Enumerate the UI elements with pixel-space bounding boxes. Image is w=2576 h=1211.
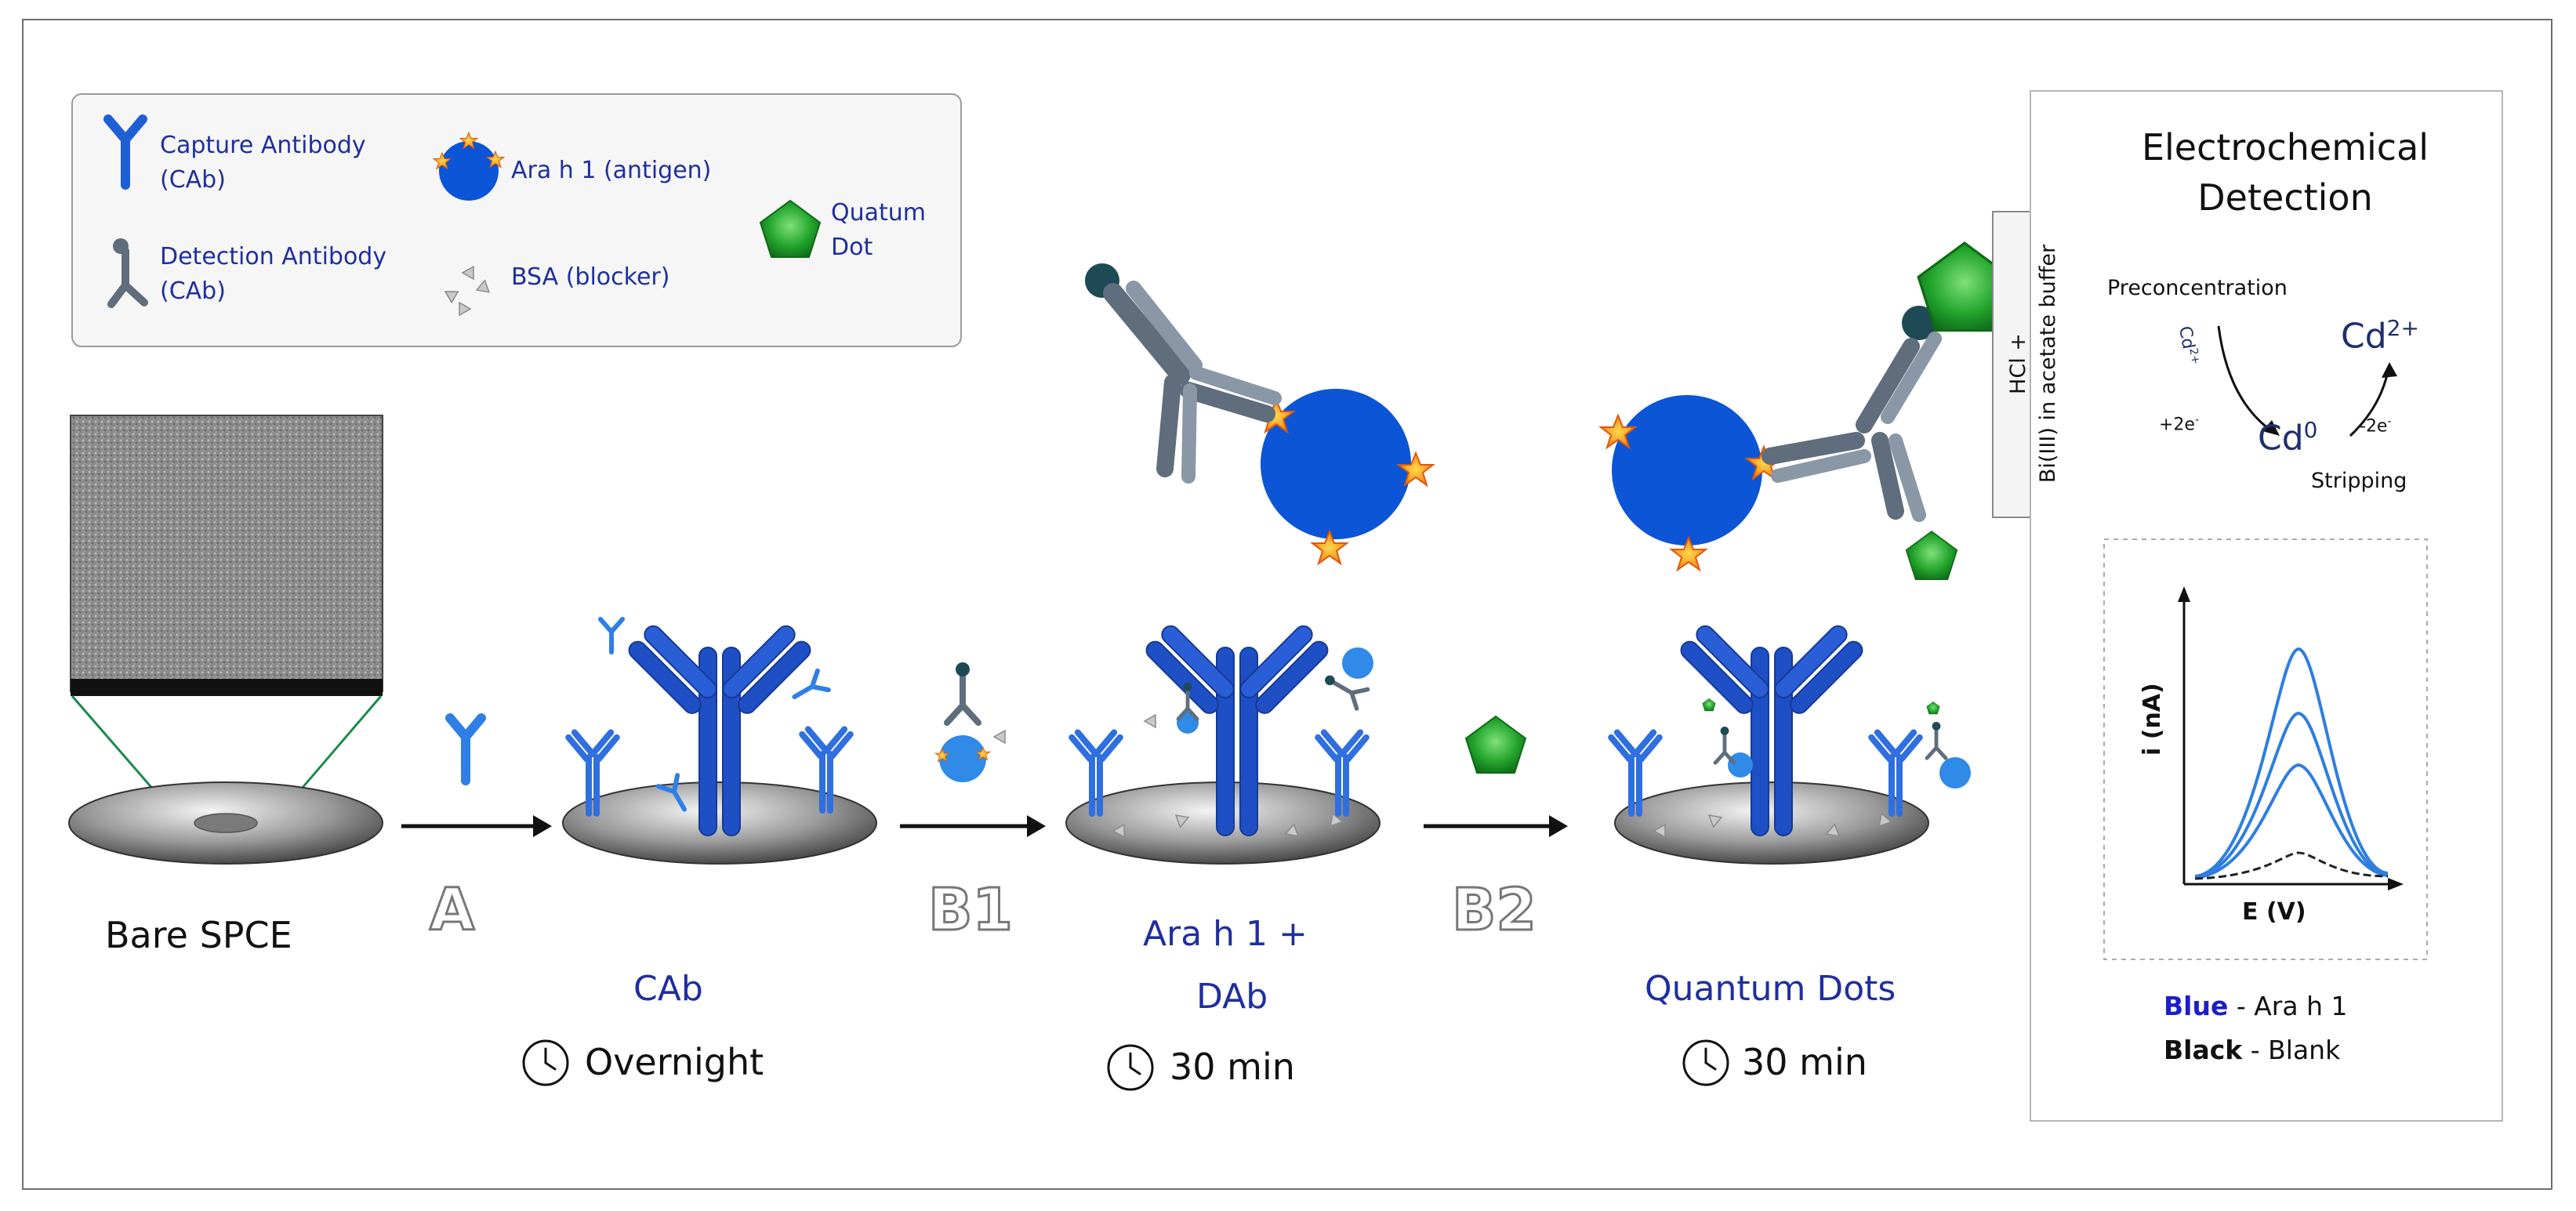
arah1-label-line1: Ara h 1 + <box>1143 914 1308 954</box>
legend-antigen: Ara h 1 (antigen) <box>511 157 712 184</box>
bare-spce-label: Bare SPCE <box>105 914 292 956</box>
arah1-label-line2: DAb <box>1196 977 1268 1017</box>
antigen-b1 <box>1261 389 1411 539</box>
legend-quantum-dot-line2: Dot <box>831 234 873 261</box>
detection-antibody-icon <box>107 238 148 308</box>
legend-quantum-dot: Quatum Dot <box>831 196 926 265</box>
buffer-text: HCl + Bi(III) in acetate buffer <box>2004 215 2063 513</box>
sem-image <box>70 415 383 692</box>
detection-antibody-b2 <box>1761 306 1942 522</box>
plus-2e-label: +2e- <box>2159 414 2200 435</box>
cab-label: CAb <box>633 969 703 1009</box>
x-axis-label: E (V) <box>2242 898 2306 926</box>
cd2-label: Cd2+ <box>2341 315 2419 357</box>
electrode-b2 <box>1614 781 1929 865</box>
arah1-time: 30 min <box>1170 1046 1295 1088</box>
peak-curve-1 <box>2194 647 2389 878</box>
qd-time: 30 min <box>1742 1041 1867 1083</box>
buffer-line2: Bi(III) in acetate buffer <box>2036 244 2060 484</box>
legend-box <box>71 93 962 347</box>
clock-icon <box>522 1039 569 1086</box>
capture-antibody-icon <box>445 713 486 785</box>
figure-frame <box>22 19 2552 1190</box>
qd-label: Quantum Dots <box>1645 969 1896 1009</box>
legend-blocker: BSA (blocker) <box>511 263 670 291</box>
sem-scalebar <box>71 679 383 696</box>
legend-quantum-dot-line1: Quatum <box>831 199 927 227</box>
peak-curve-3 <box>2194 763 2389 879</box>
capture-antibody-icon <box>103 114 147 190</box>
step-b1-letter: B1 <box>928 876 1013 944</box>
clock-icon <box>1107 1044 1154 1091</box>
legend-capture-antibody-line1: Capture Antibody <box>160 132 366 159</box>
preconcentration-label: Preconcentration <box>2107 276 2288 300</box>
cab-time: Overnight <box>585 1041 764 1083</box>
detection-title-line1: Electrochemical <box>2141 126 2429 169</box>
electrode-cab <box>562 781 877 865</box>
y-axis-label: i (nA) <box>2139 683 2166 756</box>
buffer-line1: HCl + <box>2006 333 2030 394</box>
blank-curve <box>2194 851 2389 880</box>
detection-title-line2: Detection <box>2197 176 2373 219</box>
clock-icon <box>1682 1039 1729 1086</box>
key-blue: Blue - Ara h 1 <box>2164 991 2348 1021</box>
legend-detection-antibody-line2: (CAb) <box>160 277 226 305</box>
antigen-detection-complex-icon <box>934 662 1006 782</box>
oxidation-arrow <box>2349 371 2389 437</box>
peak-curve-2 <box>2194 711 2389 879</box>
key-black: Black - Blank <box>2164 1035 2341 1065</box>
legend-capture-antibody: Capture Antibody (CAb) <box>160 129 366 198</box>
antigen-b2 <box>1612 395 1762 546</box>
stripping-label: Stripping <box>2311 469 2407 493</box>
legend-capture-antibody-line2: (CAb) <box>160 166 226 194</box>
antigen-icon <box>433 132 505 201</box>
legend-detection-antibody-line1: Detection Antibody <box>160 243 387 270</box>
step-b2-letter: B2 <box>1452 876 1537 944</box>
reduction-arrow <box>2217 325 2273 433</box>
legend-detection-antibody: Detection Antibody (CAb) <box>160 240 386 309</box>
detection-title: Electrochemical Detection <box>2109 122 2462 223</box>
cd0-label: Cd0 <box>2258 417 2318 459</box>
minus-2e-label: -2e- <box>2360 415 2392 437</box>
step-a-letter: A <box>430 876 474 944</box>
detection-antibody-b1 <box>1085 263 1282 484</box>
quantum-dot-icon <box>1465 716 1526 774</box>
